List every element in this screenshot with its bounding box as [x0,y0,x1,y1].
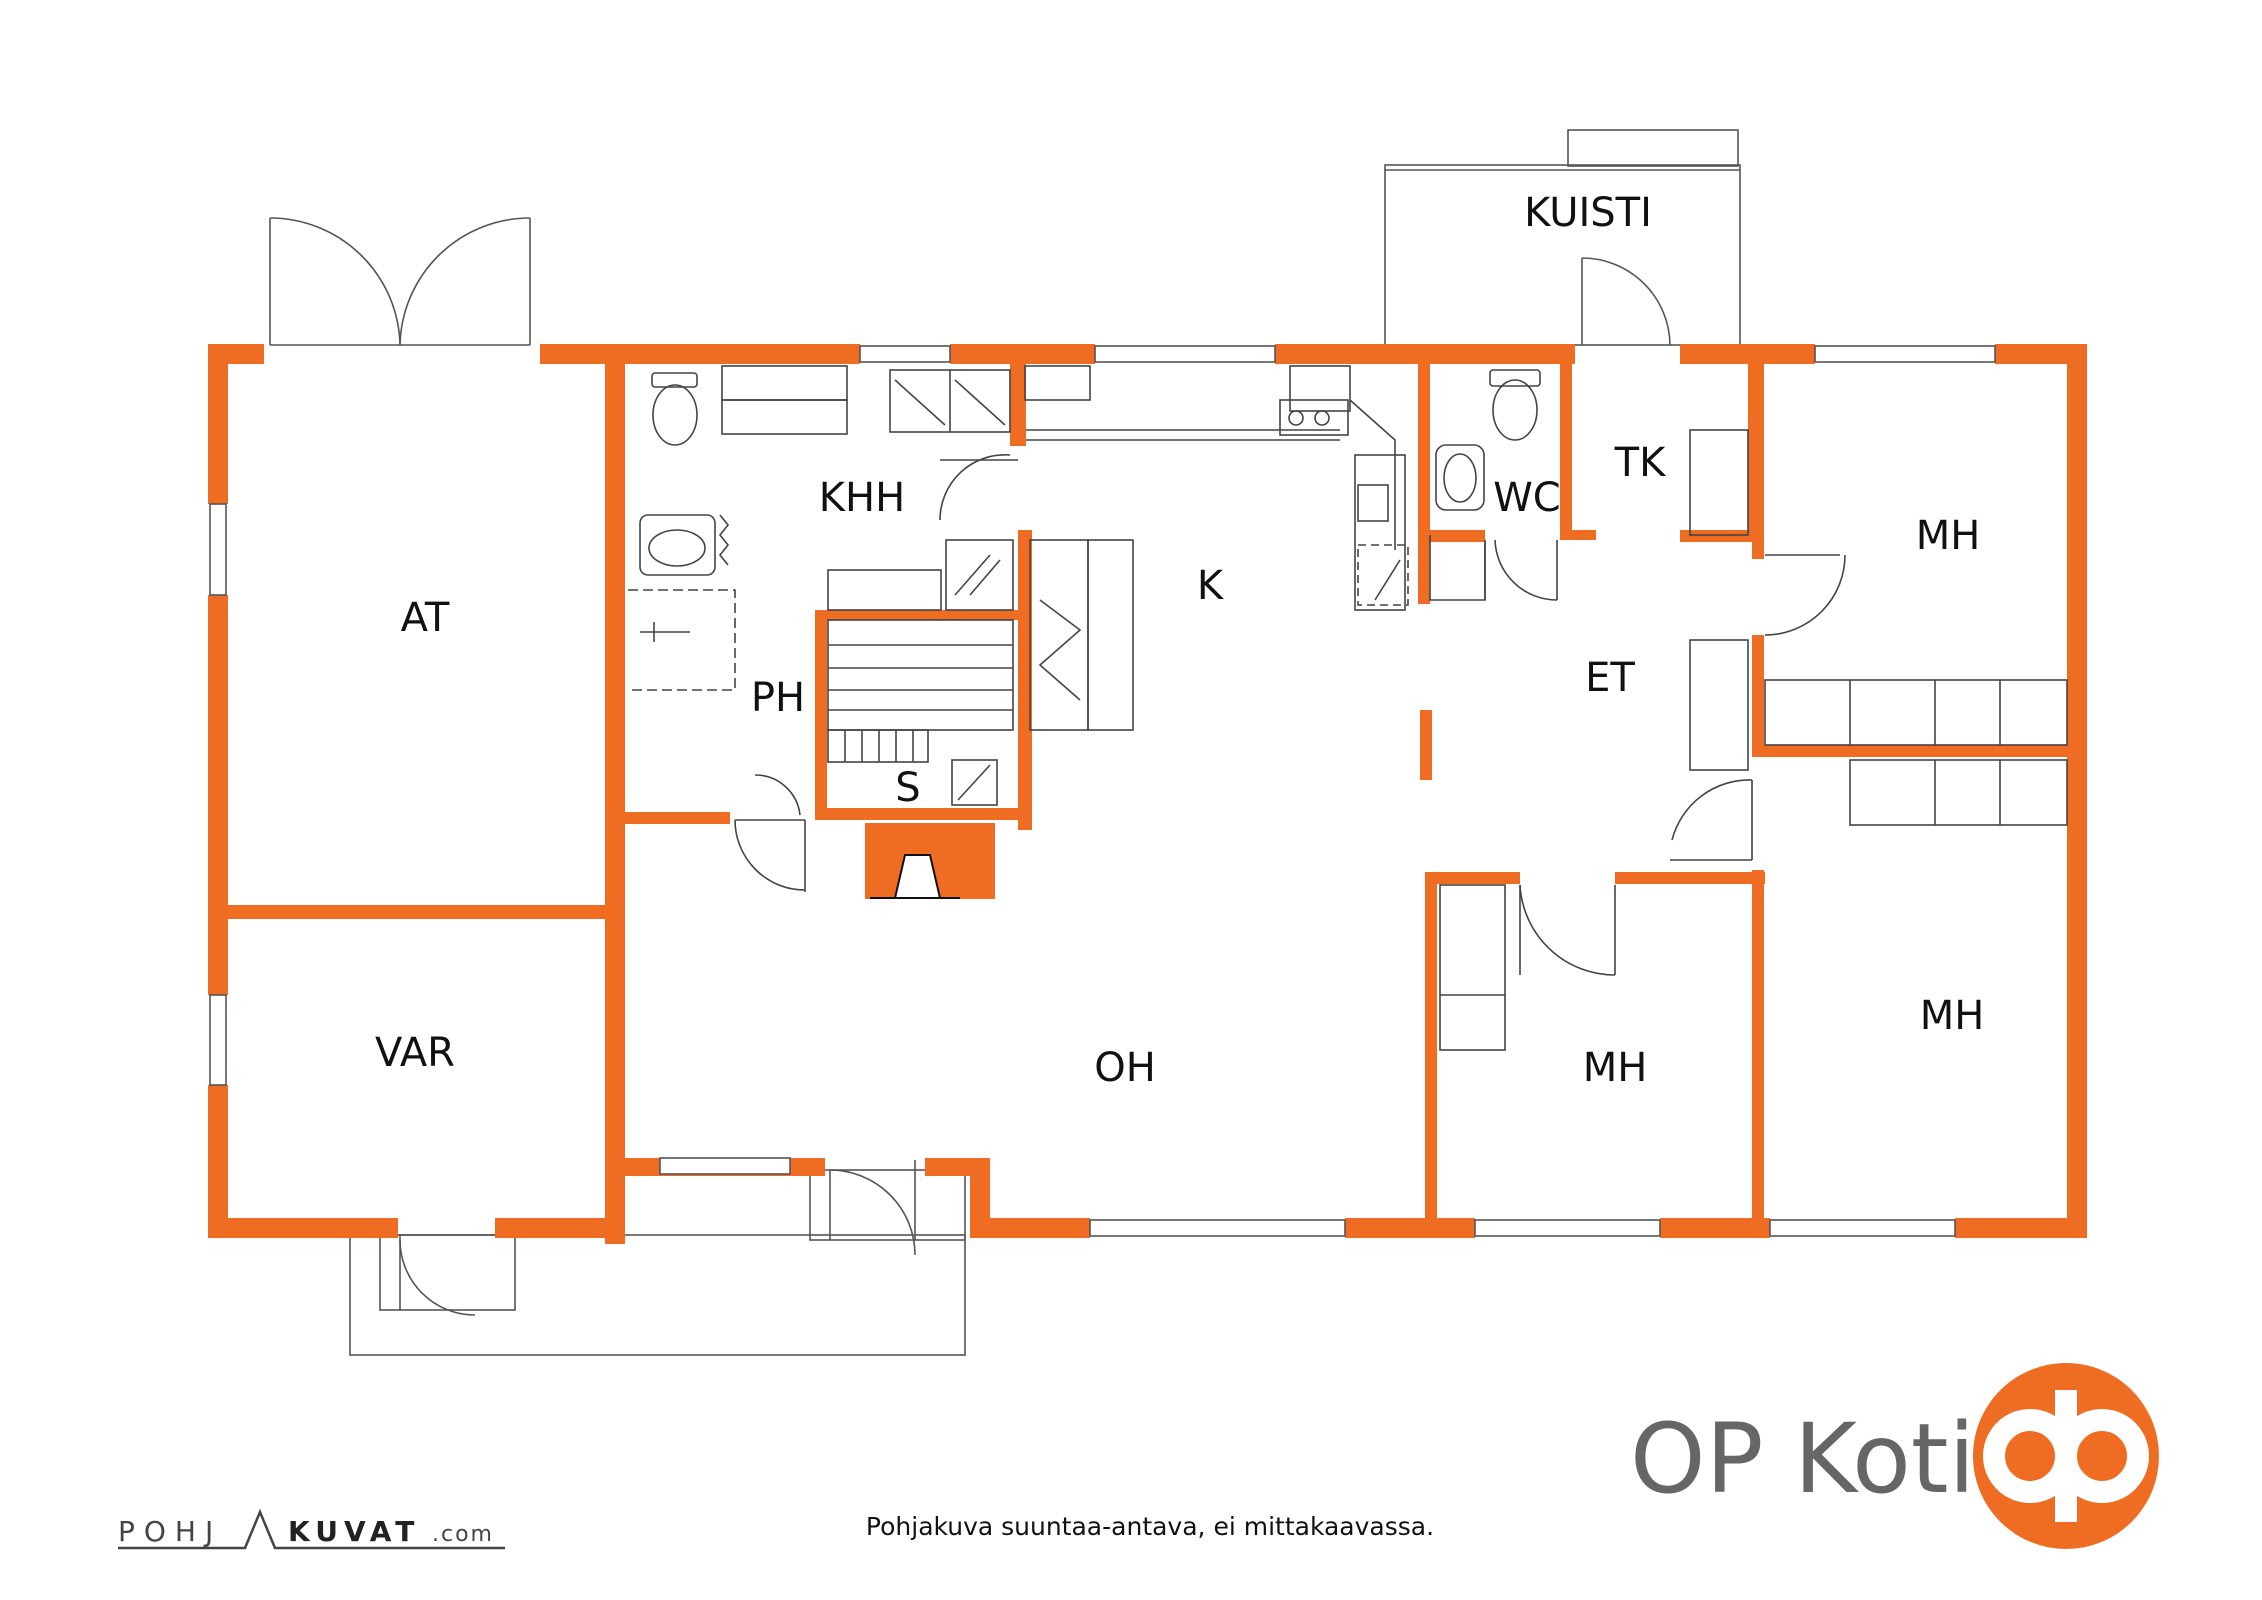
staircase [827,454,1018,806]
op-logo-icon [1973,1363,2159,1549]
disclaimer-caption: Pohjakuva suuntaa-antava, ei mittakaavas… [865,1512,1435,1541]
room-label-mh-top-right: MH [1916,513,1981,559]
svg-text:.com: .com [432,1522,494,1547]
porch-outline [1384,129,1741,346]
interior-walls [228,364,2067,1244]
room-label-s: S [895,765,920,811]
room-label-wc: WC [1493,475,1560,521]
room-label-mh-bottom-right: MH [1920,993,1985,1039]
svg-text:KUVAT: KUVAT [288,1515,420,1548]
room-label-at: AT [401,595,450,641]
kitchen-fixtures [1029,365,1409,731]
room-label-khh: KHH [819,475,905,521]
brand-name: OP Koti [1630,1403,1975,1515]
svg-text:POHJ: POHJ [118,1515,222,1548]
room-label-mh-middle: MH [1583,1045,1648,1091]
hall-fixtures [1439,429,2068,1051]
room-label-oh: OH [1094,1045,1156,1091]
room-label-tk: TK [1614,440,1667,486]
room-label-var: VAR [375,1030,455,1076]
garage-double-door [269,217,531,346]
room-label-et: ET [1585,655,1635,701]
exterior-walls [208,344,2087,1238]
fireplace [870,854,960,899]
wc-fixtures [1429,369,1558,601]
room-label-ph: PH [751,675,805,721]
khh-ph-fixtures [628,365,1340,892]
pohjakuvat-logo: POHJ KUVAT .com [118,1508,505,1550]
room-label-kuisti: KUISTI [1524,190,1652,236]
entrance-terrace [349,1160,966,1356]
room-label-k: K [1197,563,1225,609]
windows [209,345,1996,1237]
